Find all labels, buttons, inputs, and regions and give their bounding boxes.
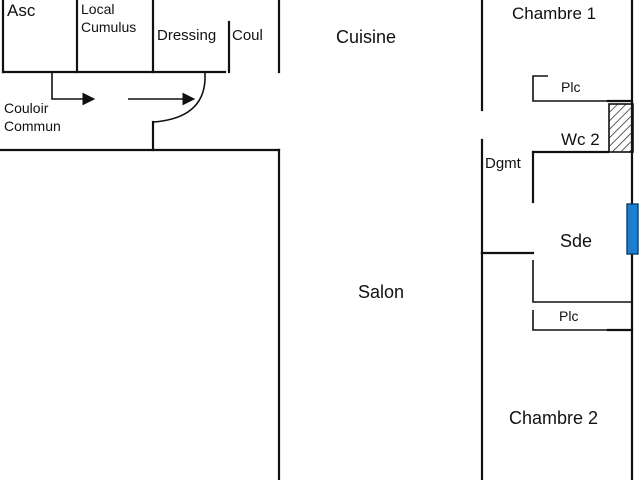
technical-shaft: [608, 103, 634, 153]
service-rooms-walls: [1, 0, 281, 74]
label-plc-top: Plc: [561, 79, 580, 95]
label-cumulus: Cumulus: [81, 19, 136, 35]
corridor-door: [151, 72, 206, 152]
label-cuisine: Cuisine: [336, 27, 396, 47]
label-commun: Commun: [4, 118, 61, 134]
label-plc-bottom: Plc: [559, 308, 578, 324]
label-chambre-2: Chambre 2: [509, 408, 598, 428]
corridor-arrows: [51, 72, 196, 106]
label-salon: Salon: [358, 282, 404, 302]
label-chambre-1: Chambre 1: [512, 4, 596, 23]
label-dressing: Dressing: [157, 27, 216, 44]
label-dgmt: Dgmt: [485, 155, 522, 172]
label-local: Local: [81, 1, 114, 17]
label-wc-2: Wc 2: [561, 130, 600, 149]
label-sde: Sde: [560, 231, 592, 251]
salon-walls: [0, 148, 281, 480]
label-couloir: Couloir: [4, 100, 49, 116]
label-asc: Asc: [7, 1, 36, 20]
label-coul: Coul: [232, 27, 263, 44]
sde-window: [626, 203, 639, 255]
